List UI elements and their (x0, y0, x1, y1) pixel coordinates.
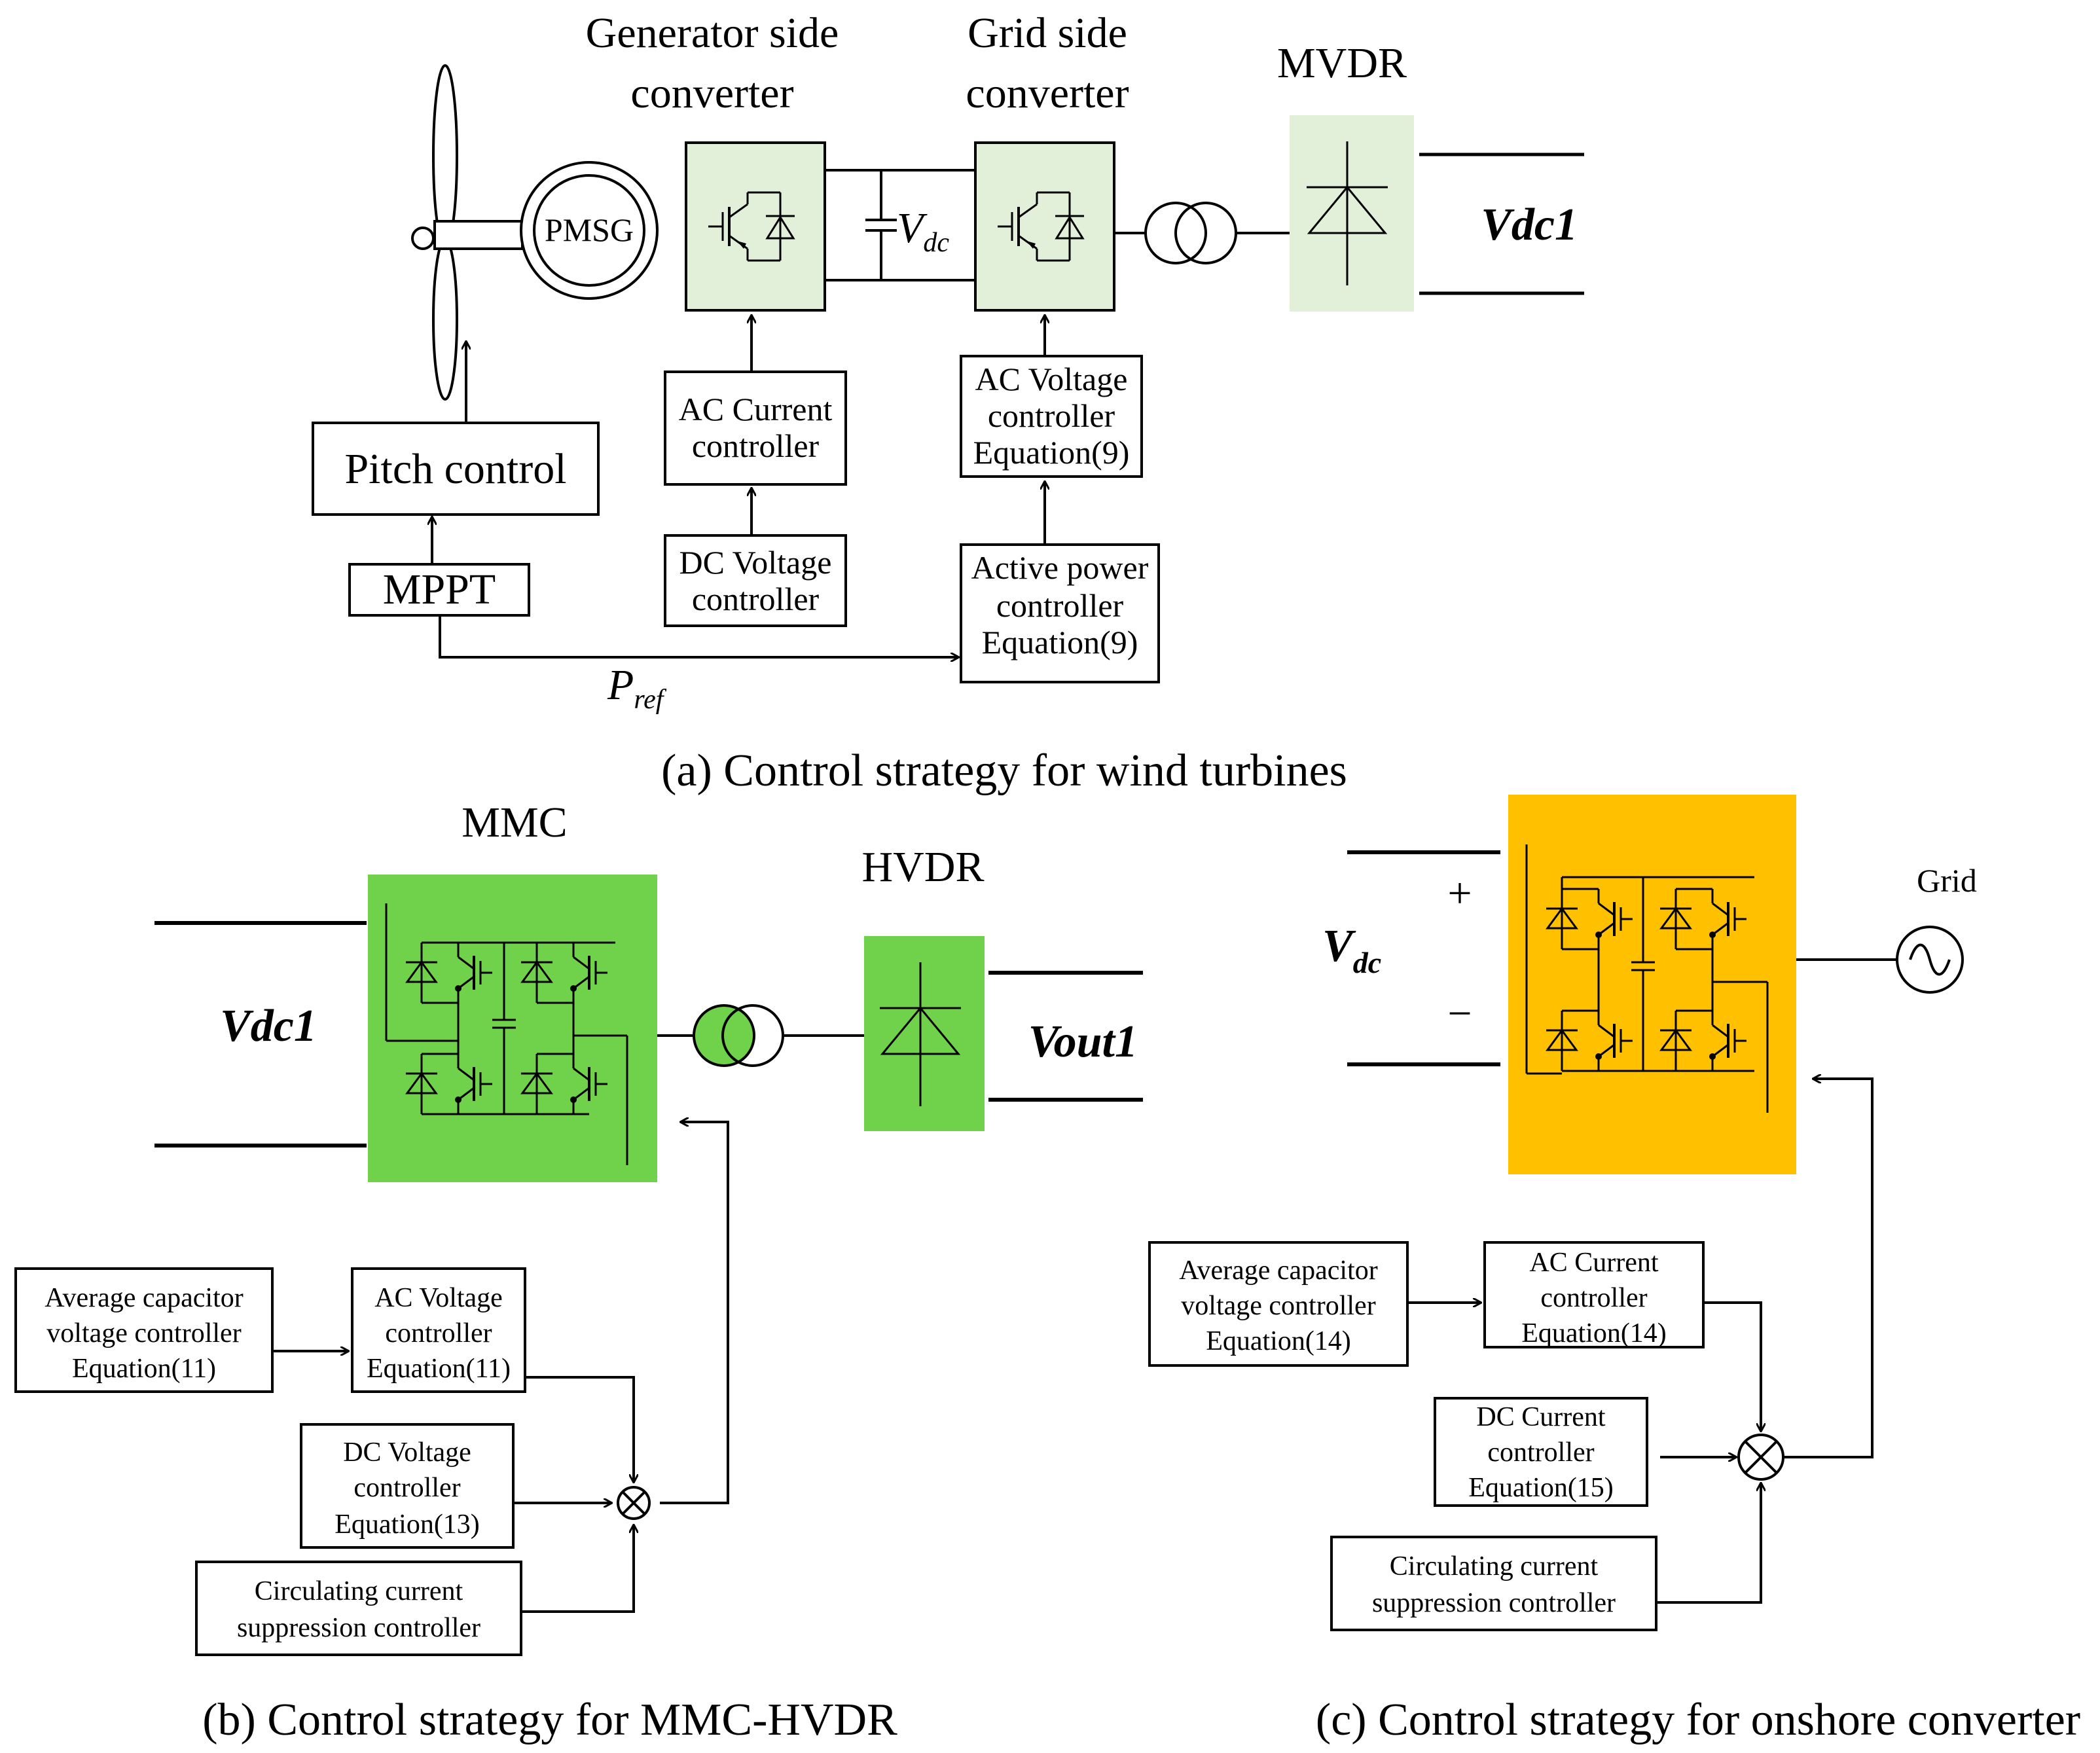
active-power-controller-line1: Active power (971, 549, 1149, 586)
grid-side-title-line1: Grid side (968, 9, 1127, 57)
ac-current-controller-c-box (1483, 1241, 1705, 1348)
dc-voltage-controller-a-box (664, 534, 847, 627)
generator-side-title-line2: converter (630, 69, 793, 117)
mvdr-box (1290, 115, 1414, 312)
dc-voltage-controller-b-line2: controller (353, 1473, 460, 1503)
vdc-c-symbol: V (1322, 921, 1356, 971)
pref-subscript: ref (634, 685, 666, 715)
panel-a: PMSG Vdc Vdc1 Generator side converter (312, 9, 1584, 796)
active-power-controller-line2: controller (996, 587, 1124, 624)
caption-b: (b) Control strategy for MMC-HVDR (202, 1695, 897, 1745)
panel-b: MMC HVDR Vdc1 (14, 799, 1143, 1745)
dc-voltage-controller-a-line1: DC Voltage (679, 544, 832, 581)
grid-label: Grid (1917, 862, 1977, 899)
avg-cap-controller-c-line1: Average capacitor (1179, 1256, 1378, 1286)
avg-cap-controller-c-line3: Equation(14) (1206, 1326, 1351, 1356)
dc-link: Vdc (825, 169, 975, 281)
vdc-symbol-text: V (897, 204, 928, 252)
mppt-box (348, 563, 530, 617)
vdc-symbol: Vdc (897, 204, 949, 258)
ac-current-controller-a-box (664, 370, 847, 486)
summing-junction-c-icon (1737, 1434, 1784, 1481)
circulating-controller-b-box (195, 1561, 522, 1656)
ac-voltage-controller-a-line1: AC Voltage (975, 361, 1128, 397)
mmc-circuit (385, 903, 628, 1165)
caption-a: (a) Control strategy for wind turbines (661, 746, 1347, 796)
mmc-title: MMC (462, 799, 567, 846)
avg-cap-controller-c-line2: voltage controller (1181, 1291, 1375, 1321)
ac-voltage-controller-a-line3: Equation(9) (973, 434, 1130, 471)
ac-current-controller-a-line1: AC Current (679, 391, 833, 427)
panel-c: + − Vdc Grid (1148, 795, 2080, 1745)
mvdr-title: MVDR (1277, 39, 1407, 87)
circulating-controller-c-line2: suppression controller (1372, 1588, 1616, 1618)
ac-current-controller-c-line3: Equation(14) (1521, 1318, 1667, 1348)
pitch-control-label: Pitch control (344, 445, 566, 493)
ac-voltage-controller-a-line2: controller (988, 397, 1115, 434)
active-power-controller-box (960, 543, 1160, 683)
plus-sign: + (1447, 869, 1472, 917)
grid-source-icon (1896, 926, 1964, 994)
grid-side-title-line2: converter (966, 69, 1129, 117)
vdc1-label-b: Vdc1 (220, 1001, 317, 1051)
pref-symbol-text: P (607, 661, 634, 709)
dc-voltage-controller-a-line2: controller (692, 581, 820, 617)
ac-current-controller-c-line2: controller (1540, 1283, 1647, 1313)
ac-voltage-controller-b-line1: AC Voltage (374, 1283, 503, 1313)
dc-voltage-controller-b-box (300, 1423, 515, 1549)
circulating-controller-c-box (1330, 1536, 1657, 1631)
circulating-controller-b-line1: Circulating current (255, 1576, 463, 1606)
grid-side-converter-box (974, 141, 1115, 312)
dc-current-controller-box (1434, 1397, 1648, 1507)
ac-voltage-controller-b-box (351, 1267, 526, 1393)
dc-voltage-controller-b-line3: Equation(13) (335, 1509, 480, 1540)
ac-voltage-controller-b-line2: controller (385, 1318, 492, 1348)
caption-c: (c) Control strategy for onshore convert… (1316, 1695, 2080, 1745)
avg-cap-controller-b-box (14, 1267, 274, 1393)
avg-cap-controller-b-line1: Average capacitor (45, 1283, 244, 1313)
dc-current-controller-line3: Equation(15) (1468, 1473, 1614, 1503)
minus-sign: − (1447, 990, 1472, 1038)
dc-current-controller-line1: DC Current (1476, 1402, 1605, 1432)
vdc1-label-a: Vdc1 (1481, 200, 1578, 250)
pref-symbol: Pref (607, 661, 667, 715)
pitch-control-box (312, 422, 600, 516)
hvdr-box (864, 936, 985, 1131)
vdc-subscript: dc (923, 228, 949, 258)
ac-voltage-controller-a-box (960, 355, 1143, 478)
vdc-label-c: Vdc (1322, 921, 1381, 979)
active-power-controller-line3: Equation(9) (982, 624, 1138, 660)
pmsg-label: PMSG (545, 211, 634, 248)
pmsg-generator: PMSG (520, 161, 659, 300)
summing-junction-b-icon (617, 1486, 651, 1520)
avg-cap-controller-b-line3: Equation(11) (72, 1354, 216, 1384)
ac-voltage-controller-b-line3: Equation(11) (367, 1354, 511, 1384)
avg-cap-controller-b-line2: voltage controller (46, 1318, 241, 1348)
dc-current-controller-line2: controller (1487, 1437, 1594, 1468)
ac-current-controller-a-line2: controller (692, 427, 820, 464)
vout1-label: Vout1 (1028, 1017, 1138, 1067)
dc-voltage-controller-b-line1: DC Voltage (343, 1437, 471, 1468)
generator-side-title-line1: Generator side (586, 9, 839, 57)
vdc-c-subscript: dc (1353, 946, 1381, 979)
circulating-controller-b-line2: suppression controller (237, 1613, 480, 1643)
ac-current-controller-c-line1: AC Current (1529, 1248, 1658, 1278)
onshore-converter-box (1508, 795, 1796, 1174)
generator-side-converter-box (685, 141, 826, 312)
mppt-label: MPPT (383, 566, 496, 613)
onshore-converter-circuit (1525, 844, 1769, 1113)
hvdr-title: HVDR (861, 843, 984, 891)
circulating-controller-c-line1: Circulating current (1390, 1551, 1599, 1581)
